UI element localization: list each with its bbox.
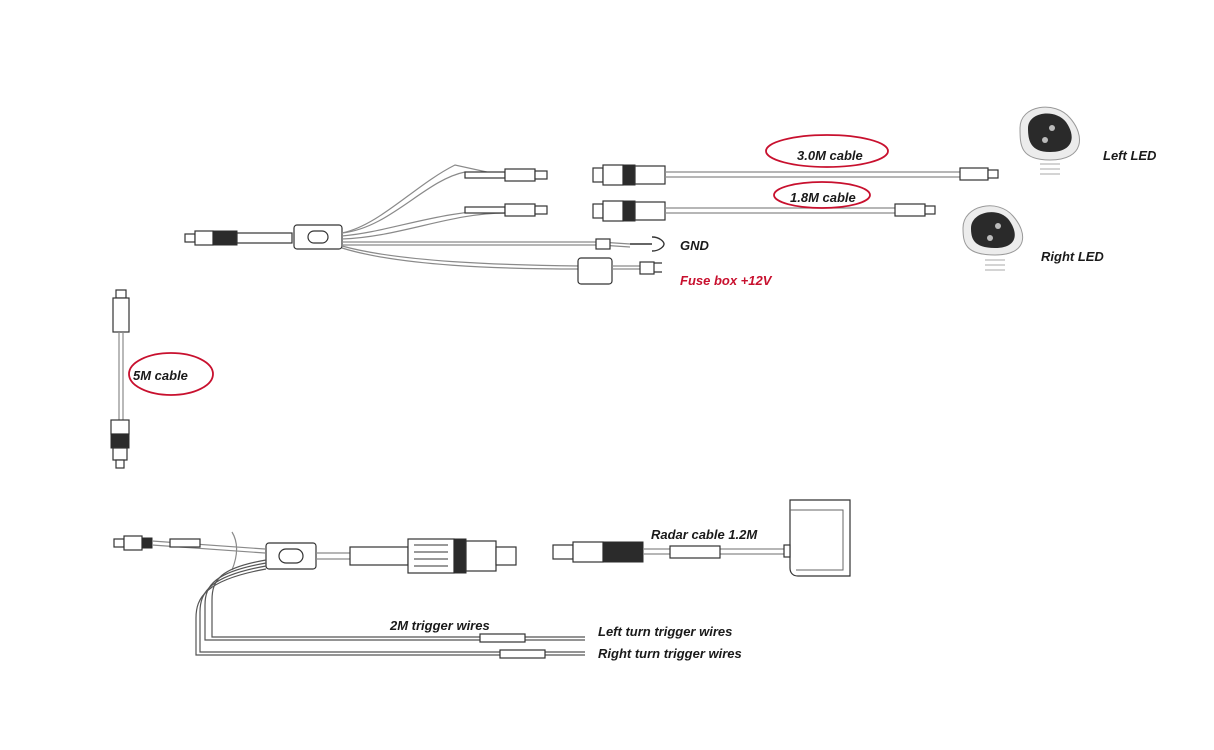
gnd-terminal (595, 236, 665, 252)
label-left-turn: Left turn trigger wires (598, 624, 732, 639)
label-fuse-box: Fuse box +12V (680, 273, 773, 288)
highlight-ring (128, 352, 214, 396)
trigger-junction-box (265, 542, 317, 570)
label-18m-cable: 1.8M cable (773, 181, 871, 209)
left-led-unit (1019, 106, 1081, 175)
label-3m-cable: 3.0M cable (765, 134, 889, 168)
harness-junction-box (293, 224, 343, 250)
label-3m-cable-text: 3.0M cable (797, 148, 863, 163)
fuse-holder (577, 257, 662, 285)
label-right-turn: Right turn trigger wires (598, 646, 742, 661)
led-cable-3m (592, 164, 999, 186)
label-radar-cable: Radar cable 1.2M (651, 527, 758, 542)
label-18m-cable-text: 1.8M cable (790, 190, 856, 205)
trigger-harness (113, 531, 585, 659)
highlight-ring (765, 134, 889, 168)
label-gnd: GND (680, 238, 710, 253)
led-cable-18m (592, 200, 936, 222)
radar-cable (552, 541, 790, 563)
right-led-unit (962, 205, 1024, 271)
label-trigger-wires: 2M trigger wires (389, 618, 490, 633)
label-left-led: Left LED (1103, 148, 1157, 163)
label-right-led: Right LED (1041, 249, 1104, 264)
harness-upper-connector (464, 168, 548, 182)
label-5m-cable: 5M cable (128, 352, 214, 396)
harness-input-plug (184, 230, 293, 246)
main-harness (184, 164, 665, 285)
radar-unit (783, 499, 851, 577)
trigger-radar-plug (407, 538, 517, 574)
cable-5m (110, 289, 130, 469)
label-5m-cable-text: 5M cable (133, 368, 188, 383)
harness-lower-connector (464, 203, 548, 217)
highlight-ring (773, 181, 871, 209)
